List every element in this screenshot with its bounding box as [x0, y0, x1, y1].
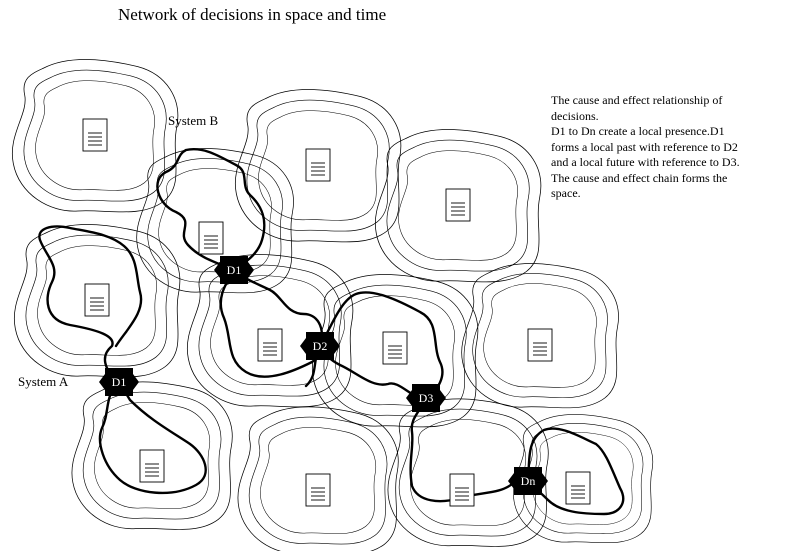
caption-line: forms a local past with reference to D2	[551, 139, 738, 154]
decision-node-label: D1	[112, 375, 127, 389]
decision-node-d3: D3	[406, 384, 446, 412]
document-icon	[82, 118, 108, 152]
caption-text: The cause and effect relationship of dec…	[551, 93, 803, 202]
chain-outline	[98, 380, 207, 495]
chain-outline	[526, 427, 625, 516]
system-b-label: System B	[168, 113, 219, 128]
caption-line: The cause and effect chain forms the	[551, 170, 728, 185]
system-a-label: System A	[18, 374, 69, 389]
caption-line: D1 to Dn create a local presence.D1	[551, 124, 725, 138]
decision-node-label: D1	[227, 263, 242, 277]
document-icon	[305, 473, 331, 507]
chain-outline	[38, 225, 143, 384]
document-icon	[565, 471, 591, 505]
decision-node-d1-system-b: D1	[214, 256, 254, 284]
caption-line: and a local future with reference to D3.	[551, 155, 740, 169]
document-icon	[382, 331, 408, 365]
decision-chains	[38, 148, 625, 516]
document-icon	[84, 283, 110, 317]
diagram-title: Network of decisions in space and time	[118, 5, 387, 24]
decision-node-d1-system-a: D1	[99, 368, 139, 396]
caption-line: decisions.	[551, 108, 599, 123]
decision-node-label: D2	[313, 339, 328, 353]
chain-outline	[156, 148, 266, 272]
document-icon	[449, 473, 475, 507]
decision-node-label: D3	[419, 391, 434, 405]
chain-outline	[318, 291, 444, 400]
caption-line: space.	[551, 186, 581, 200]
decision-node-dn: Dn	[508, 467, 548, 495]
document-icon	[257, 328, 283, 362]
document-icon	[139, 449, 165, 483]
document-icon	[305, 148, 331, 182]
decision-node-label: Dn	[521, 474, 536, 488]
document-icon	[198, 221, 224, 255]
document-icon	[445, 188, 471, 222]
document-icon	[527, 328, 553, 362]
caption-line: The cause and effect relationship of	[551, 93, 723, 107]
decision-node-d2: D2	[300, 332, 340, 360]
